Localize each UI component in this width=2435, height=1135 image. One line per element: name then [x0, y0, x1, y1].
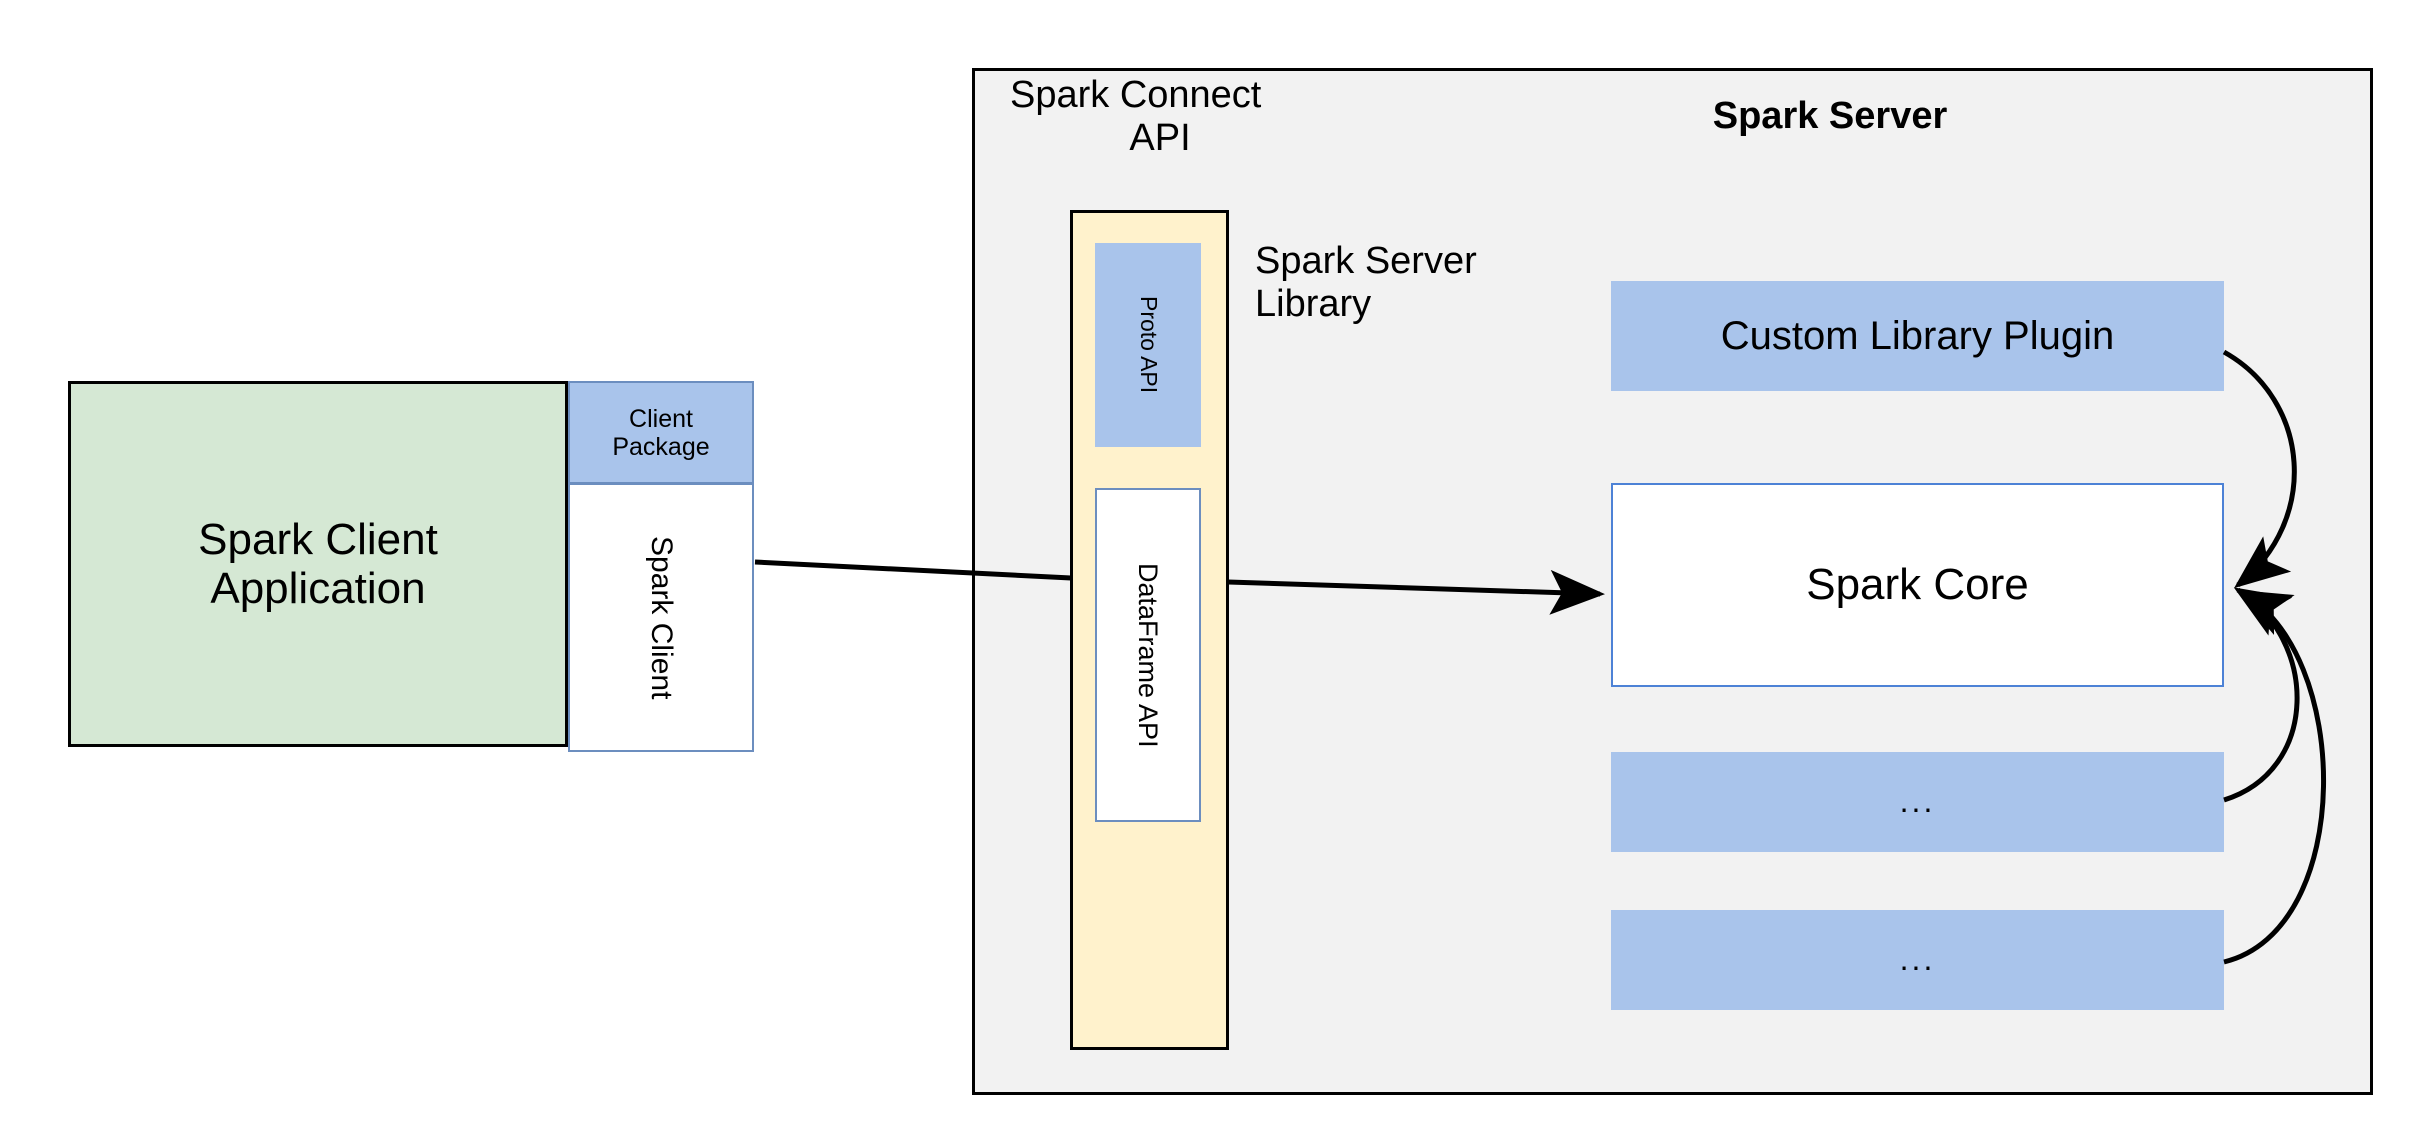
dataframe-api-box[interactable]: DataFrame API — [1095, 488, 1201, 822]
spark-core-label: Spark Core — [1806, 560, 2029, 610]
spark-client-application-label-line1: Spark Client — [198, 514, 438, 564]
spark-client-application-box[interactable]: Spark Client Application — [68, 381, 568, 747]
proto-api-label: Proto API — [1135, 296, 1162, 394]
client-package-label: Client Package — [612, 405, 709, 461]
spark-connect-api-label: Spark Connect API — [1010, 70, 1310, 160]
dataframe-api-label: DataFrame API — [1133, 562, 1164, 748]
spark-server-library-label-line1: Spark Server — [1255, 240, 1477, 282]
spark-server-library-label: Spark Server Library — [1255, 240, 1585, 336]
spark-client-application-label-line2: Application — [210, 564, 426, 613]
ellipsis-box-1[interactable]: ... — [1611, 752, 2224, 852]
spark-connect-api-label-line2: API — [1129, 116, 1191, 159]
client-package-box[interactable]: Client Package — [568, 381, 754, 484]
spark-client-box[interactable]: Spark Client — [568, 483, 754, 752]
ellipsis-box-2-label: ... — [1899, 941, 1936, 978]
client-package-label-line1: Client — [629, 404, 693, 433]
spark-client-label: Spark Client — [644, 535, 678, 700]
client-package-label-line2: Package — [612, 432, 710, 461]
proto-api-box[interactable]: Proto API — [1095, 243, 1201, 447]
custom-library-plugin-label: Custom Library Plugin — [1720, 313, 2115, 358]
spark-server-library-label-line2: Library — [1255, 282, 1372, 325]
ellipsis-box-1-label: ... — [1899, 783, 1936, 820]
custom-library-plugin-box[interactable]: Custom Library Plugin — [1611, 281, 2224, 391]
spark-core-box[interactable]: Spark Core — [1611, 483, 2224, 687]
spark-connect-api-label-line1: Spark Connect — [1010, 74, 1262, 116]
spark-client-application-label: Spark Client Application — [198, 515, 438, 614]
ellipsis-box-2[interactable]: ... — [1611, 910, 2224, 1010]
spark-server-title: Spark Server — [1712, 94, 1948, 137]
